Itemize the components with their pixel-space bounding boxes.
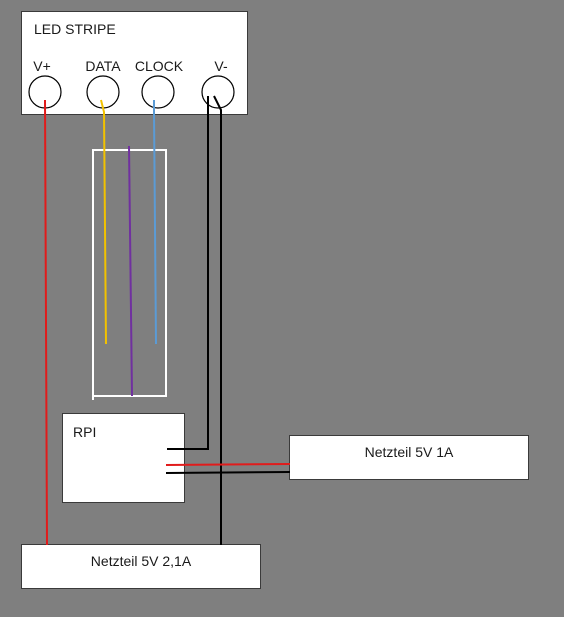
pin-data-circle bbox=[86, 75, 120, 109]
power-supply-1a-box: Netzteil 5V 1A bbox=[289, 435, 529, 480]
pin-label-v-minus: V- bbox=[214, 58, 228, 74]
wire-data-yellow bbox=[100, 99, 107, 345]
rpi-box: RPI bbox=[62, 413, 185, 503]
wire-ground-to-rpi bbox=[167, 96, 209, 450]
wire-v-plus-red bbox=[44, 99, 48, 546]
led-stripe-title: LED STRIPE bbox=[34, 21, 116, 37]
wire-rpi-power-red bbox=[165, 463, 291, 466]
power-supply-2a-box: Netzteil 5V 2,1A bbox=[21, 544, 261, 589]
rpi-title: RPI bbox=[73, 424, 97, 440]
wire-clock-blue bbox=[153, 100, 157, 345]
pin-clock-circle bbox=[141, 75, 175, 109]
wire-rpi-ground-black bbox=[165, 471, 291, 474]
connector-frame bbox=[92, 149, 167, 400]
power-supply-2a-title: Netzteil 5V 2,1A bbox=[90, 553, 192, 569]
pin-v-minus-circle bbox=[201, 75, 235, 109]
wire-purple bbox=[128, 145, 133, 397]
pin-label-data: DATA bbox=[85, 58, 121, 74]
power-supply-1a-title: Netzteil 5V 1A bbox=[364, 444, 454, 460]
pin-label-clock: CLOCK bbox=[134, 58, 184, 74]
pin-label-v-plus: V+ bbox=[33, 58, 51, 74]
wire-ground-to-large-psu bbox=[213, 95, 222, 545]
